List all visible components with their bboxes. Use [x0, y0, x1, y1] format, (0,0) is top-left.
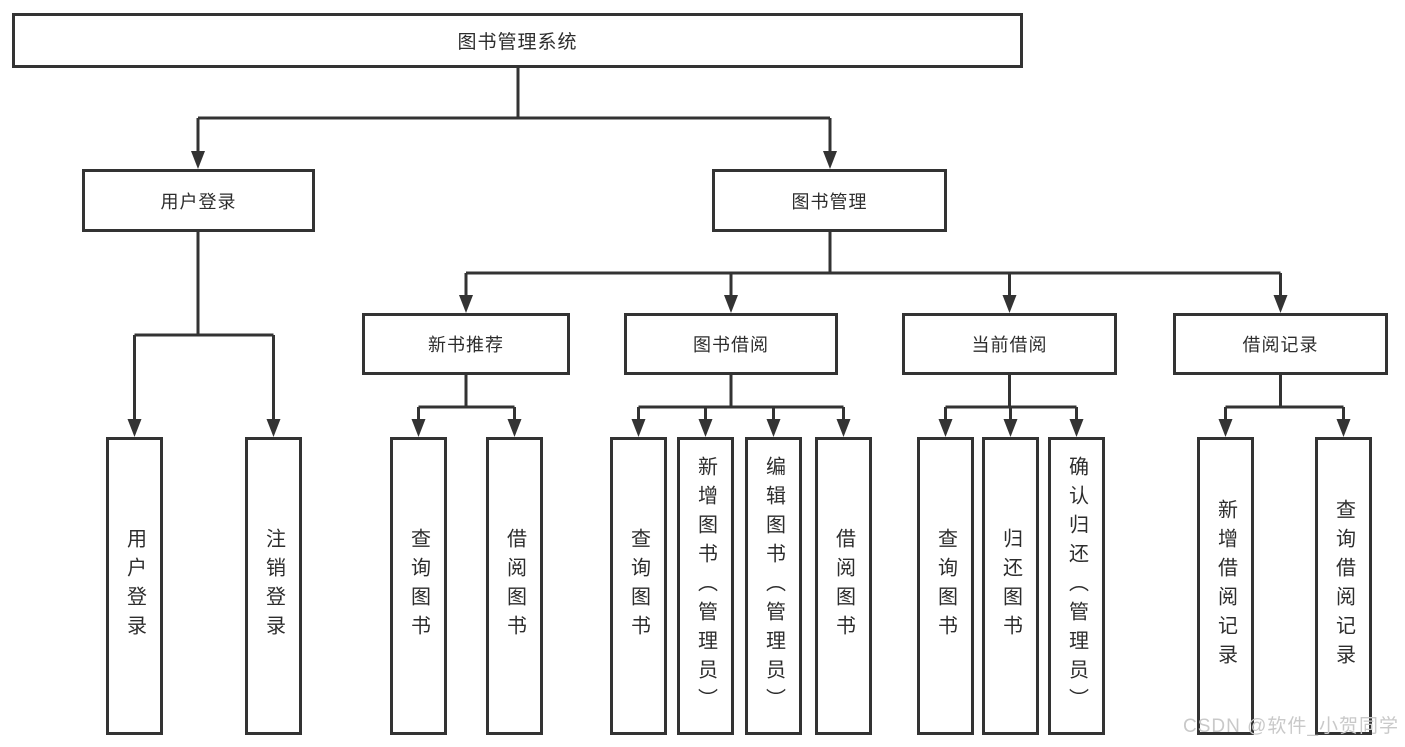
leaf-borrow-book-label: 借阅图书	[832, 528, 855, 644]
node-current-borrow-label: 当前借阅	[971, 335, 1048, 355]
csdn-watermark: CSDN @软件_小贺同学	[1183, 716, 1399, 737]
leaf-logout-label: 注销登录	[262, 528, 285, 644]
leaf-borrow-book-recommend-label: 借阅图书	[503, 528, 526, 644]
node-borrow-record-label: 借阅记录	[1242, 335, 1319, 355]
node-book-borrow: 图书借阅	[624, 313, 838, 375]
leaf-confirm-return-admin-label: 确认归还（管理员）	[1065, 455, 1088, 717]
leaf-query-book-current-label: 查询图书	[934, 528, 957, 644]
node-user-login-label: 用户登录	[160, 191, 237, 212]
node-book-management: 图书管理	[712, 169, 947, 232]
leaf-edit-book-admin: 编辑图书（管理员）	[745, 437, 802, 735]
leaf-user-login-label: 用户登录	[123, 528, 146, 644]
leaf-query-borrow-record: 查询借阅记录	[1315, 437, 1372, 735]
node-current-borrow: 当前借阅	[902, 313, 1117, 375]
leaf-edit-book-admin-label: 编辑图书（管理员）	[762, 455, 785, 717]
node-new-book-recommend-label: 新书推荐	[428, 335, 504, 355]
leaf-return-book-label: 归还图书	[999, 528, 1022, 644]
leaf-user-login: 用户登录	[106, 437, 163, 735]
node-user-login: 用户登录	[82, 169, 315, 232]
leaf-confirm-return-admin: 确认归还（管理员）	[1048, 437, 1105, 735]
leaf-add-borrow-record-label: 新增借阅记录	[1214, 499, 1237, 673]
node-root: 图书管理系统	[12, 13, 1023, 68]
node-borrow-record: 借阅记录	[1173, 313, 1388, 375]
node-new-book-recommend: 新书推荐	[362, 313, 570, 375]
leaf-logout: 注销登录	[245, 437, 302, 735]
leaf-query-book-recommend-label: 查询图书	[407, 528, 430, 644]
node-book-borrow-label: 图书借阅	[693, 335, 769, 355]
leaf-add-book-admin-label: 新增图书（管理员）	[694, 455, 717, 717]
arrowheads	[127, 151, 1351, 437]
leaf-query-book-borrow: 查询图书	[610, 437, 667, 735]
leaf-query-book-borrow-label: 查询图书	[627, 528, 650, 644]
leaf-query-book-recommend: 查询图书	[390, 437, 447, 735]
leaf-return-book: 归还图书	[982, 437, 1039, 735]
leaf-borrow-book-recommend: 借阅图书	[486, 437, 543, 735]
leaf-query-book-current: 查询图书	[917, 437, 974, 735]
node-book-management-label: 图书管理	[791, 191, 868, 212]
leaf-query-borrow-record-label: 查询借阅记录	[1332, 499, 1355, 673]
leaf-add-borrow-record: 新增借阅记录	[1197, 437, 1254, 735]
leaf-borrow-book: 借阅图书	[815, 437, 872, 735]
node-root-label: 图书管理系统	[457, 32, 578, 53]
leaf-add-book-admin: 新增图书（管理员）	[677, 437, 734, 735]
